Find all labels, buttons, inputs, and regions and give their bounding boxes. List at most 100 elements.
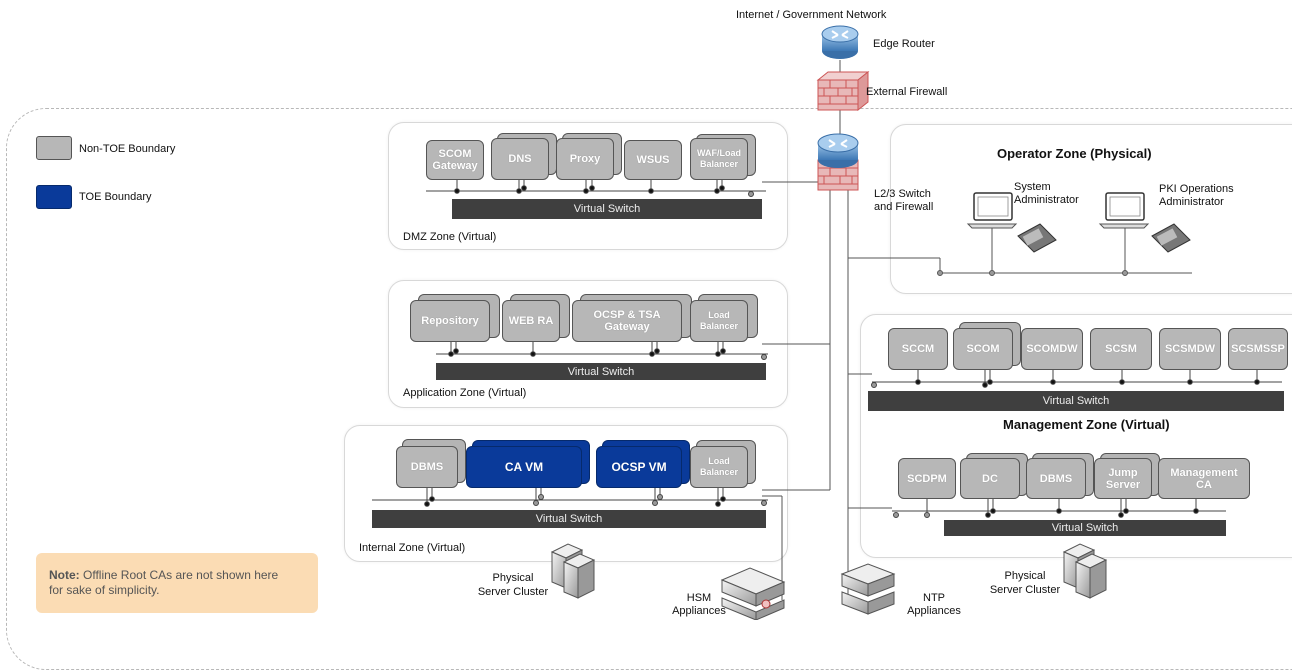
internal-node-ca-vm: CA VM [466, 440, 590, 488]
node-label: Balancer [699, 321, 739, 331]
pki-admin-label-1: PKI Operations [1159, 183, 1234, 195]
psc-right-label-1: Physical [1004, 570, 1046, 582]
management-zone-title: Management Zone (Virtual) [1003, 417, 1170, 432]
mgmt-node-scom: SCOM [953, 322, 1021, 370]
app-zone-label: Application Zone (Virtual) [403, 387, 527, 399]
node-label: SCCM [901, 343, 935, 355]
node-label: Balancer [699, 467, 739, 477]
edge-router-label: Edge Router [873, 38, 935, 50]
legend-non-toe-swatch [36, 136, 72, 160]
node-label: DBMS [410, 461, 444, 473]
node-label: CA VM [504, 460, 544, 474]
psc-right-label-2: Server Cluster [989, 584, 1061, 596]
hsm-appliance-icon [720, 567, 786, 620]
sysadmin-workstation-icon [966, 192, 1057, 253]
pki-admin-workstation-icon [1098, 192, 1191, 253]
mgmt-node-scomdw: SCOMDW [1021, 328, 1083, 370]
node-label: Balancer [699, 159, 739, 169]
internal-virtual-switch: Virtual Switch [372, 510, 766, 528]
server-cluster-left-icon [550, 543, 596, 599]
mgmt-node-scsm: SCSM [1090, 328, 1152, 370]
operator-zone-title: Operator Zone (Physical) [997, 146, 1152, 161]
node-label: Proxy [569, 153, 601, 165]
legend-toe-label: TOE Boundary [79, 191, 152, 203]
mgmt-top-virtual-switch: Virtual Switch [868, 391, 1284, 411]
l23-switch-label-1: L2/3 Switch [874, 188, 931, 200]
mgmt-node-dc: DC [960, 453, 1028, 499]
dmz-virtual-switch: Virtual Switch [452, 199, 762, 219]
server-cluster-right-icon [1062, 543, 1108, 599]
internal-node-dbms: DBMS [396, 439, 466, 488]
app-node-repository: Repository [410, 294, 500, 342]
node-label: Management [1170, 466, 1238, 479]
l23-switch-icon [817, 133, 859, 191]
node-label: OCSP & TSA [593, 309, 661, 321]
node-label: SCSMDW [1164, 343, 1216, 355]
external-firewall-icon [816, 70, 870, 112]
node-label: Repository [421, 315, 479, 327]
sysadmin-label-2: Administrator [1014, 194, 1079, 206]
note-text-2: for sake of simplicity. [49, 583, 160, 597]
note-box: Note: Offline Root CAs are not shown her… [36, 553, 318, 613]
application-bus [436, 342, 768, 360]
node-label: Gateway [604, 321, 650, 333]
mgmt-bottom-virtual-switch: Virtual Switch [944, 520, 1226, 536]
app-virtual-switch: Virtual Switch [436, 363, 766, 380]
ntp-label-1: NTP [923, 592, 945, 604]
app-node-web-ra: WEB RA [502, 294, 570, 342]
node-label: WEB RA [508, 315, 554, 327]
external-firewall-label: External Firewall [866, 86, 948, 98]
ntp-label-2: Appliances [907, 605, 961, 617]
network-diagram: Non-TOE Boundary TOE Boundary Note: Offl… [6, 9, 1292, 670]
node-label: SCDPM [907, 472, 947, 485]
node-label: DNS [508, 153, 532, 165]
sysadmin-label-1: System [1014, 181, 1051, 193]
mgmt-node-scsmdw: SCSMDW [1159, 328, 1221, 370]
node-label: WSUS [636, 154, 670, 166]
note-text-1: Offline Root CAs are not shown here [79, 568, 279, 582]
dmz-node-dns: DNS [491, 133, 557, 180]
node-label: SCOM [438, 148, 472, 160]
node-label: SCSM [1105, 343, 1137, 355]
node-label: Load [708, 310, 730, 320]
dmz-node-proxy: Proxy [556, 133, 622, 180]
note-bold: Note: [49, 568, 80, 582]
node-label: Gateway [432, 160, 478, 172]
mgmt-node-sccm: SCCM [888, 328, 948, 370]
management-top-bus [871, 370, 1282, 388]
pki-admin-label-2: Administrator [1159, 196, 1224, 208]
edge-router-icon [821, 25, 859, 59]
mgmt-node-dbms: DBMS [1026, 453, 1094, 499]
node-label: CA [1196, 478, 1212, 491]
node-label: Load [708, 456, 730, 466]
wiring [372, 25, 1282, 620]
internal-bus [372, 488, 768, 507]
internal-node-ocsp-vm: OCSP VM [596, 440, 690, 488]
node-label: SCOMDW [1026, 343, 1078, 355]
node-label: DBMS [1039, 472, 1073, 485]
operator-zone [890, 124, 1292, 294]
backbone-links [762, 60, 940, 600]
hsm-label-2: Appliances [672, 605, 726, 617]
node-label: SCOM [966, 343, 1000, 355]
psc-left-label-1: Physical [492, 572, 534, 584]
mgmt-node-scdpm: SCDPM [898, 458, 956, 499]
node-label: WAF/Load [697, 148, 741, 158]
ntp-appliance-icon [840, 563, 896, 615]
dmz-zone-label: DMZ Zone (Virtual) [403, 231, 497, 243]
l23-switch-label-2: and Firewall [874, 201, 934, 213]
hsm-label-1: HSM [686, 592, 712, 604]
node-label: OCSP VM [611, 460, 667, 474]
node-label: Jump [1108, 466, 1138, 479]
node-label: DC [982, 472, 998, 485]
internal-zone-label: Internal Zone (Virtual) [359, 542, 466, 554]
legend-toe-swatch [36, 185, 72, 209]
internet-network-label: Internet / Government Network [736, 9, 887, 21]
management-bottom-bus [892, 499, 1226, 518]
